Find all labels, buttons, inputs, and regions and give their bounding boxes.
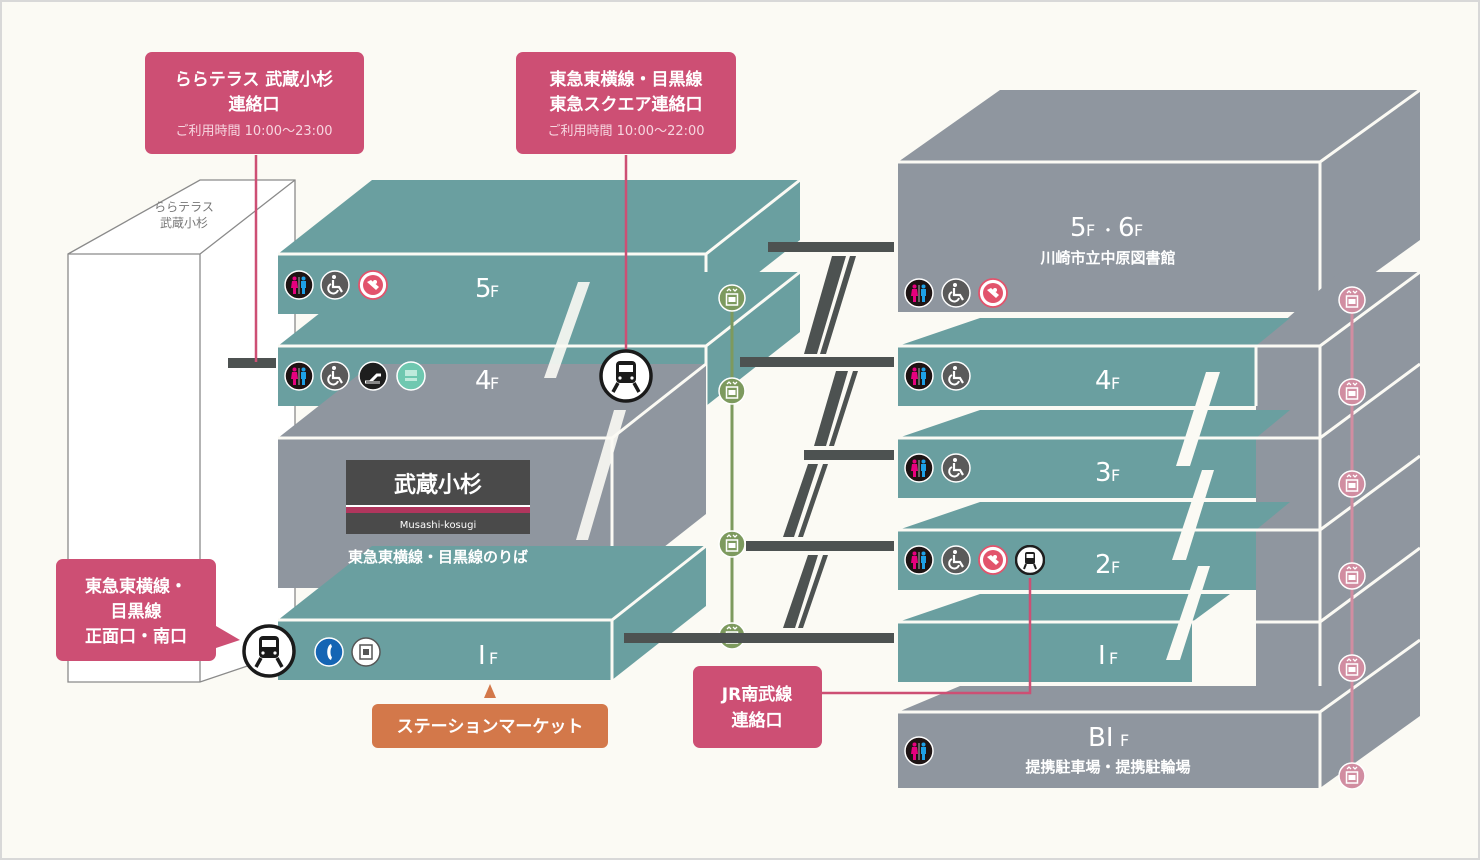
floor-suffix: F bbox=[490, 374, 499, 393]
floor-1f-left: I F bbox=[314, 637, 498, 671]
lalaterrace-building: ららテラス 武蔵小杉 bbox=[67, 179, 296, 683]
cafe-icon bbox=[396, 361, 426, 391]
floor-5f-6f-right: 5 F ・ 6 F 川崎市立中原図書館 bbox=[904, 213, 1176, 308]
floor-number-5: 5 bbox=[1070, 213, 1087, 243]
floor-number: BI bbox=[1088, 723, 1114, 753]
callout-line1: JR南武線 bbox=[721, 684, 792, 705]
restroom-icon bbox=[284, 361, 314, 391]
floor-suffix: F bbox=[1120, 731, 1129, 750]
connecting-walkways bbox=[624, 242, 894, 643]
floor-suffix: F bbox=[1111, 466, 1120, 485]
wheelchair-icon bbox=[941, 545, 971, 575]
floor-4f-left: 4 F bbox=[284, 361, 499, 396]
callout-jr-nambu[interactable]: JR南武線 連絡口 bbox=[693, 578, 1032, 748]
floor-3f-right: 3 F bbox=[904, 453, 1120, 488]
callout-station-market[interactable]: ステーションマーケット bbox=[372, 684, 608, 748]
restroom-icon bbox=[904, 361, 934, 391]
callout-tokyu-square[interactable]: 東急東横線・目黒線 東急スクエア連絡口 ご利用時間 10:00〜22:00 bbox=[516, 52, 736, 352]
floor-5f-left: 5 F bbox=[284, 270, 499, 304]
floor-number: 3 bbox=[1095, 458, 1112, 488]
restroom-icon bbox=[284, 270, 314, 300]
train-entrance-icon[interactable] bbox=[599, 349, 653, 403]
right-building bbox=[898, 88, 1421, 788]
callout-hours: ご利用時間 10:00〜22:00 bbox=[547, 123, 704, 139]
callout-line2: 目黒線 bbox=[111, 601, 162, 622]
callout-line2: 連絡口 bbox=[732, 710, 783, 731]
floor-number: I bbox=[1098, 641, 1106, 671]
callout-label: ステーションマーケット bbox=[397, 717, 584, 737]
floor-number: 2 bbox=[1095, 550, 1112, 580]
wheelchair-icon bbox=[941, 361, 971, 391]
floor-number: 4 bbox=[1095, 366, 1112, 396]
lalaterrace-label-1: ららテラス bbox=[154, 200, 214, 214]
train-entrance-icon[interactable] bbox=[242, 624, 296, 678]
train-icon[interactable] bbox=[1015, 545, 1045, 575]
floor-number: I bbox=[478, 641, 486, 671]
floor-suffix: F bbox=[1134, 221, 1143, 240]
wheelchair-icon bbox=[941, 453, 971, 483]
floor-1f-right: I F bbox=[1098, 641, 1118, 671]
phone-icon bbox=[314, 637, 344, 667]
elevator-icon bbox=[1338, 378, 1366, 406]
floor-suffix: F bbox=[1111, 558, 1120, 577]
floor-number-6: 6 bbox=[1118, 213, 1135, 243]
station-sign: 武蔵小杉 Musashi-kosugi 東急東横線・目黒線のりば bbox=[346, 460, 530, 566]
floor-suffix: F bbox=[1111, 374, 1120, 393]
elevator-shaft-green bbox=[718, 284, 746, 650]
elevator-icon bbox=[1338, 470, 1366, 498]
platform-label: 東急東横線・目黒線のりば bbox=[348, 548, 528, 566]
elevator-icon bbox=[718, 377, 746, 405]
elevator-icon bbox=[718, 530, 746, 558]
elevator-icon bbox=[1338, 762, 1366, 790]
floor-suffix: F bbox=[489, 649, 498, 668]
floor-b1f-right: BI F 提携駐車場・提携駐輪場 bbox=[904, 723, 1191, 776]
elevator-icon bbox=[718, 284, 746, 312]
floor-4f-right: 4 F bbox=[904, 361, 1120, 396]
bridge-lalaterrace bbox=[228, 358, 276, 368]
wheelchair-icon bbox=[320, 270, 350, 300]
floor-separator: ・ bbox=[1100, 221, 1116, 240]
callout-main-south-entrance[interactable]: 東急東横線・ 目黒線 正面口・南口 bbox=[56, 559, 240, 661]
lalaterrace-label-2: 武蔵小杉 bbox=[160, 216, 208, 230]
callout-line2: 東急スクエア連絡口 bbox=[550, 94, 703, 115]
callout-line2: 連絡口 bbox=[229, 94, 280, 115]
nursing-room-icon bbox=[978, 278, 1008, 308]
locker-icon bbox=[351, 637, 381, 667]
elevator-icon bbox=[1338, 562, 1366, 590]
restroom-icon bbox=[904, 278, 934, 308]
callout-line1: 東急東横線・目黒線 bbox=[550, 69, 703, 90]
elevator-icon bbox=[1338, 654, 1366, 682]
station-name-en: Musashi-kosugi bbox=[400, 520, 476, 531]
wheelchair-icon bbox=[320, 361, 350, 391]
escalator-icon bbox=[358, 361, 388, 391]
callout-lalaterrace[interactable]: ららテラス 武蔵小杉 連絡口 ご利用時間 10:00〜23:00 bbox=[145, 52, 364, 362]
elevator-shaft-pink bbox=[1338, 286, 1366, 790]
floor-number: 4 bbox=[475, 366, 492, 396]
station-name-jp: 武蔵小杉 bbox=[394, 472, 482, 498]
restroom-icon bbox=[904, 453, 934, 483]
library-label: 川崎市立中原図書館 bbox=[1039, 249, 1175, 267]
parking-label: 提携駐車場・提携駐輪場 bbox=[1025, 758, 1190, 776]
elevator-icon bbox=[1338, 286, 1366, 314]
floor-suffix: F bbox=[490, 282, 499, 301]
floor-2f-right: 2 F bbox=[904, 545, 1120, 580]
floor-suffix: F bbox=[1086, 221, 1095, 240]
restroom-icon bbox=[904, 736, 934, 766]
callout-line1: ららテラス 武蔵小杉 bbox=[175, 69, 334, 90]
nursing-room-icon bbox=[978, 545, 1008, 575]
restroom-icon bbox=[904, 545, 934, 575]
callout-hours: ご利用時間 10:00〜23:00 bbox=[175, 123, 332, 139]
callout-line1: 東急東横線・ bbox=[85, 576, 187, 597]
callout-line3: 正面口・南口 bbox=[85, 626, 187, 647]
nursing-room-icon bbox=[358, 270, 388, 300]
station-building bbox=[278, 178, 801, 680]
floor-number: 5 bbox=[475, 274, 492, 304]
wheelchair-icon bbox=[941, 278, 971, 308]
floor-suffix: F bbox=[1109, 649, 1118, 668]
